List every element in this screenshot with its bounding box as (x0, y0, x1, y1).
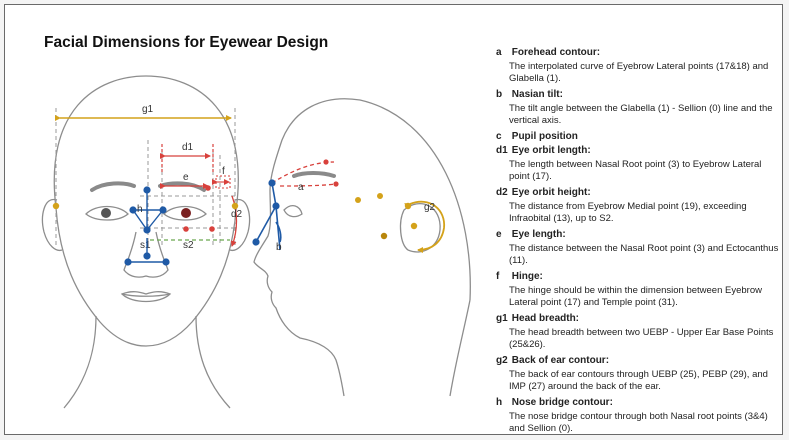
s2-label: s2 (183, 240, 194, 251)
legend-key: c (496, 131, 502, 142)
legend-item-g2: g2 Back of ear contour: The back of ear … (496, 354, 782, 393)
g1-label: g1 (142, 104, 154, 115)
figure-frame (4, 4, 783, 435)
legend-title: Head breadth: (511, 313, 580, 324)
left-ear (41, 198, 63, 252)
profile-neck-back (449, 299, 471, 397)
legend-desc: The distance between the Nasal Root poin… (509, 243, 779, 266)
legend-desc: The head breadth between two UEBP - Uppe… (509, 327, 774, 350)
legend-title: Hinge: (511, 271, 543, 282)
legend-item-d2: d2 Eye orbit height: The distance from E… (496, 186, 782, 225)
legend-desc: The back of ear contours through UEBP (2… (509, 369, 768, 392)
d2-label: d2 (231, 209, 243, 220)
legend-key: g1 (496, 313, 508, 324)
front-head-outline (53, 75, 239, 347)
legend-title: Nasian tilt: (511, 89, 563, 100)
f-label: f (222, 166, 225, 177)
legend-title: Forehead contour: (511, 47, 601, 58)
profile-eye (283, 204, 303, 218)
neck-right (195, 315, 231, 409)
d1-label: d1 (182, 142, 194, 153)
legend-title: Back of ear contour: (511, 355, 610, 366)
legend-key: f (496, 271, 500, 282)
d2-curve (230, 195, 238, 247)
legend-key: a (496, 47, 502, 58)
legend-item-f: f Hinge: The hinge should be within the … (496, 270, 782, 309)
neck-left (63, 315, 97, 409)
ear-landmarks (355, 193, 418, 240)
profile-outline (253, 98, 471, 397)
legend-desc: The nose bridge contour through both Nas… (509, 411, 768, 434)
legend-title: Eye length: (511, 229, 566, 240)
side-profile (253, 98, 471, 397)
right-ear (229, 198, 251, 252)
legend-title: Pupil position (511, 131, 578, 142)
legend-item-a: a Forehead contour: The interpolated cur… (496, 46, 782, 85)
profile-eyebrow (292, 171, 336, 178)
legend-item-e: e Eye length: The distance between the N… (496, 228, 782, 267)
right-pupil (181, 208, 191, 218)
legend-key: h (496, 397, 503, 408)
legend-key: d1 (496, 145, 508, 156)
legend-key: e (496, 229, 502, 240)
legend-key: b (496, 89, 503, 100)
right-eye (163, 205, 207, 221)
legend-key: d2 (496, 187, 508, 198)
left-pupil (101, 208, 111, 218)
legend-item-b: b Nasian tilt: The tilt angle between th… (496, 88, 782, 127)
legend-desc: The length between Nasal Root point (3) … (509, 159, 762, 182)
legend-desc: The interpolated curve of Eyebrow Latera… (509, 61, 769, 84)
legend-title: Eye orbit length: (511, 145, 591, 156)
legend-desc: The tilt angle between the Glabella (1) … (509, 103, 773, 126)
legend-item-g1: g1 Head breadth: The head breadth betwee… (496, 312, 782, 351)
legend-item-c: c Pupil position (496, 130, 782, 143)
legend-desc: The distance from Eyebrow Medial point (… (509, 201, 747, 224)
legend-key: g2 (496, 355, 508, 366)
right-eyebrow (158, 181, 206, 192)
left-eye (85, 205, 129, 221)
legend-title: Nose bridge contour: (511, 397, 613, 408)
g2-ear-contour (404, 200, 445, 253)
e-label: e (183, 172, 189, 183)
legend-item-h: h Nose bridge contour: The nose bridge c… (496, 396, 782, 435)
figure-title: Facial Dimensions for Eyewear Design (44, 34, 329, 51)
g2-label: g2 (424, 202, 436, 213)
left-eyebrow (90, 181, 136, 192)
legend-desc: The hinge should be within the dimension… (509, 285, 762, 308)
legend-item-d1: d1 Eye orbit length: The length between … (496, 144, 782, 183)
legend: a Forehead contour: The interpolated cur… (496, 46, 782, 438)
front-landmarks (52, 185, 239, 266)
b-nasian-tilt (255, 182, 282, 251)
a-label: a (298, 182, 304, 193)
s1-label: s1 (140, 240, 151, 251)
h-label: h (137, 204, 143, 215)
h-nose-bridge-contour (128, 190, 166, 263)
d1-dimension (160, 144, 214, 172)
b-label: b (276, 242, 282, 253)
legend-title: Eye orbit height: (511, 187, 591, 198)
mouth-outline (120, 291, 172, 303)
a-forehead-contour (271, 161, 335, 184)
